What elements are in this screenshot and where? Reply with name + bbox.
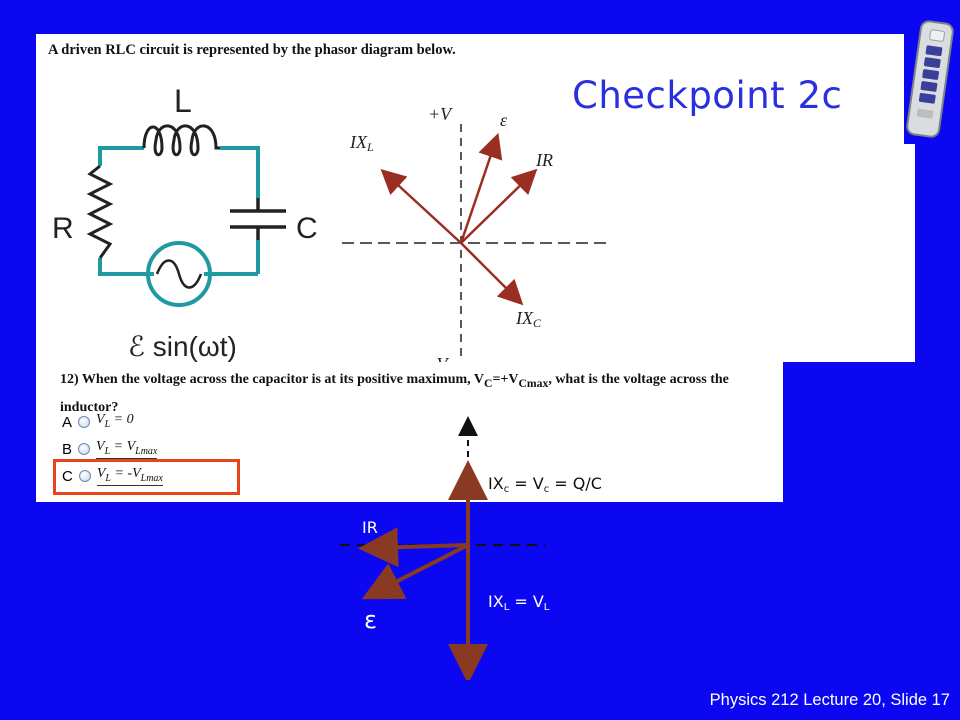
capacitor-label: C	[296, 212, 318, 245]
rlc-circuit-diagram: L R C ℰ sin(ωt)	[44, 78, 328, 362]
option-formula: VL = -VLmax	[96, 466, 163, 487]
axis-bottom-label: - V	[426, 354, 449, 362]
answer-clicker-icon	[906, 20, 954, 138]
inductor-icon	[142, 124, 220, 157]
resistor-icon	[86, 164, 114, 259]
capacitor-icon	[230, 198, 286, 240]
option-c[interactable]: C VL = -VLmax	[62, 466, 163, 487]
source-label: ℰ sin(ωt)	[128, 331, 237, 362]
phasor-ixc-vector	[460, 242, 524, 306]
ixc-label: IXC	[515, 308, 542, 330]
resistor-label: R	[52, 212, 74, 245]
correct-answer-highlight	[53, 459, 240, 495]
circuit-wires	[98, 146, 260, 276]
axis-top-label: +V	[428, 104, 453, 124]
phasor-ixl-vector	[380, 168, 462, 244]
radio-button[interactable]	[78, 470, 91, 482]
ixl-equation-label: IXL = VL	[488, 592, 550, 613]
answer-phasor-diagram	[340, 416, 545, 680]
radio-button[interactable]	[78, 416, 91, 428]
option-a[interactable]: A VL = 0	[62, 412, 163, 432]
question-panel	[36, 362, 783, 502]
answer-options: A VL = 0 B VL = VLmax C VL = -VLmax	[62, 412, 163, 487]
ac-source-icon	[146, 241, 212, 307]
emf-answer-label: ε	[364, 606, 377, 634]
slide-title: Checkpoint 2c	[572, 74, 843, 117]
answer-emf-vector	[361, 543, 469, 600]
option-letter: C	[62, 467, 73, 485]
ir-label: IR	[535, 150, 553, 170]
option-formula: VL = 0	[96, 412, 134, 430]
ixc-equation-label: IXc = Vc = Q/C	[488, 474, 602, 495]
option-letter: B	[62, 440, 73, 458]
question-text: 12) When the voltage across the capacito…	[60, 372, 729, 415]
ixl-label: IXL	[349, 132, 374, 154]
answer-ir-vector	[358, 527, 469, 568]
question-intro: A driven RLC circuit is represented by t…	[48, 42, 456, 58]
option-letter: A	[62, 413, 73, 431]
question-number: 12)	[60, 372, 79, 387]
option-formula: VL = VLmax	[96, 439, 158, 460]
phasor-emf-vector	[459, 132, 503, 244]
option-b[interactable]: B VL = VLmax	[62, 439, 163, 460]
phasor-diagram: +V - V IXL ε IR IXC	[342, 104, 612, 362]
inductor-label: L	[174, 83, 192, 119]
slide-footer: Physics 212 Lecture 20, Slide 17	[709, 691, 950, 709]
phasor-ir-vector	[460, 168, 538, 244]
radio-button[interactable]	[78, 443, 91, 455]
ir-answer-label: IR	[362, 518, 378, 537]
emf-label: ε	[500, 110, 508, 130]
